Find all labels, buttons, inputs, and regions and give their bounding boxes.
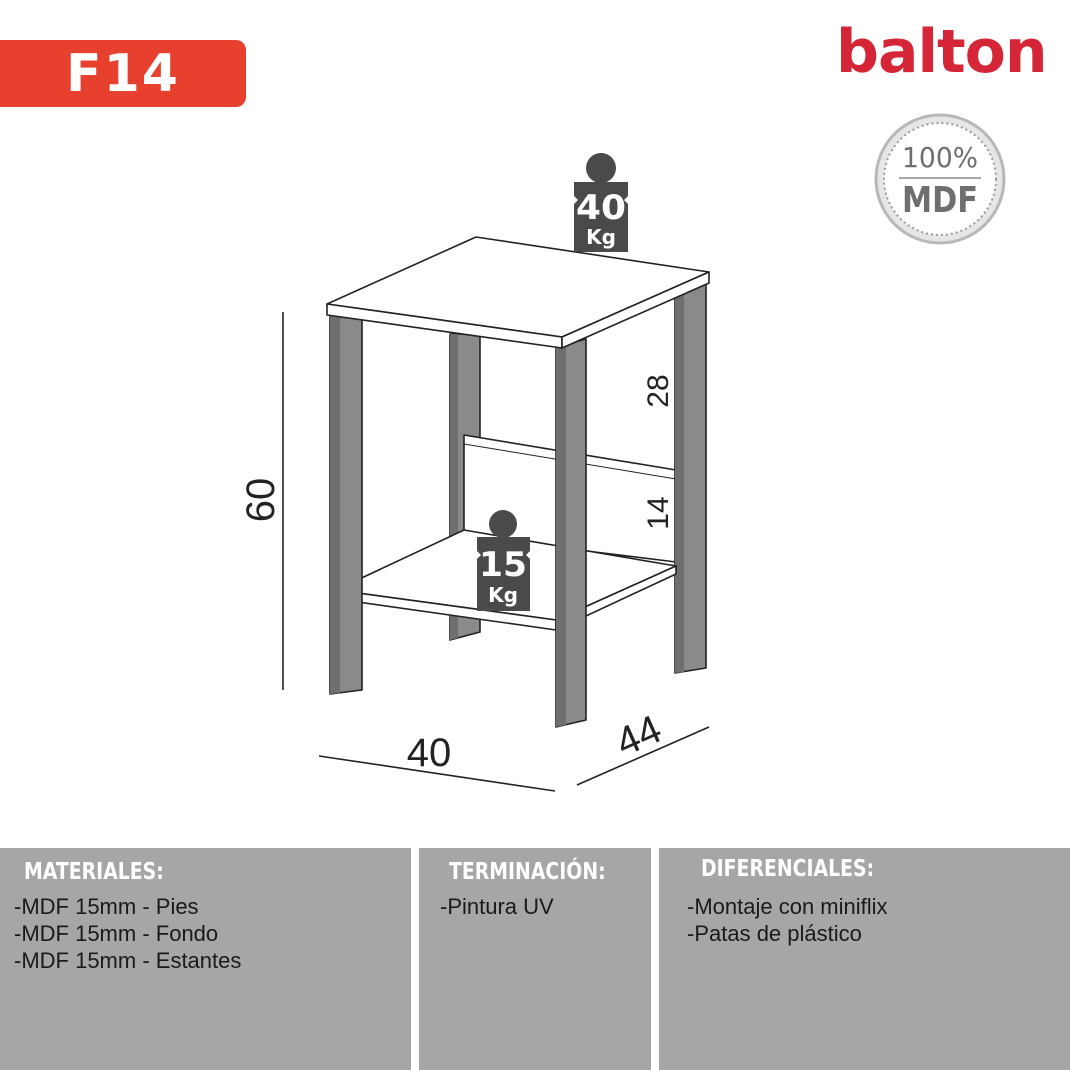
weight-tag-shelf: 15 Kg (477, 510, 530, 611)
diferenciales-list: -Montaje con miniflix -Patas de plástico (687, 893, 888, 947)
diferenciales-item: -Patas de plástico (687, 921, 862, 946)
upper-gap-label: 28 (642, 374, 675, 407)
mdf-seal: 100% MDF (874, 113, 1006, 245)
diferenciales-panel: DIFERENCIALES: -Montaje con miniflix -Pa… (659, 848, 1070, 1070)
materiales-item: -MDF 15mm - Estantes (14, 948, 242, 973)
model-code: F14 (66, 43, 180, 104)
weight-top-value: 40 (576, 188, 626, 228)
diferenciales-item: -Montaje con miniflix (687, 894, 888, 919)
seal-percent: 100% (902, 141, 978, 174)
materiales-title: MATERIALES: (24, 859, 164, 885)
terminacion-item: -Pintura UV (440, 894, 554, 919)
weight-tag-top: 40 Kg (574, 153, 628, 252)
depth-dimension-line (576, 726, 710, 786)
lower-gap-label: 14 (642, 496, 675, 529)
seal-material: MDF (902, 180, 978, 221)
materiales-panel: MATERIALES: -MDF 15mm - Pies -MDF 15mm -… (0, 848, 411, 1070)
materiales-list: -MDF 15mm - Pies -MDF 15mm - Fondo -MDF … (14, 893, 241, 974)
depth-label: 44 (609, 707, 668, 765)
materiales-item: -MDF 15mm - Pies (14, 894, 199, 919)
height-label: 60 (239, 478, 283, 523)
width-label: 40 (407, 731, 452, 775)
terminacion-title: TERMINACIÓN: (449, 859, 606, 885)
weight-top-unit: Kg (586, 225, 616, 249)
width-dimension-line (318, 755, 556, 792)
product-drawing: 60 40 44 28 14 40 Kg 15 Kg (239, 153, 710, 792)
diferenciales-title: DIFERENCIALES: (701, 856, 875, 882)
terminacion-panel: TERMINACIÓN: -Pintura UV (419, 848, 651, 1070)
weight-shelf-value: 15 (479, 545, 527, 585)
weight-shelf-unit: Kg (488, 583, 518, 607)
terminacion-list: -Pintura UV (440, 893, 554, 920)
brand-logo: balton (836, 17, 1048, 87)
model-badge: F14 (0, 40, 246, 107)
materiales-item: -MDF 15mm - Fondo (14, 921, 219, 946)
